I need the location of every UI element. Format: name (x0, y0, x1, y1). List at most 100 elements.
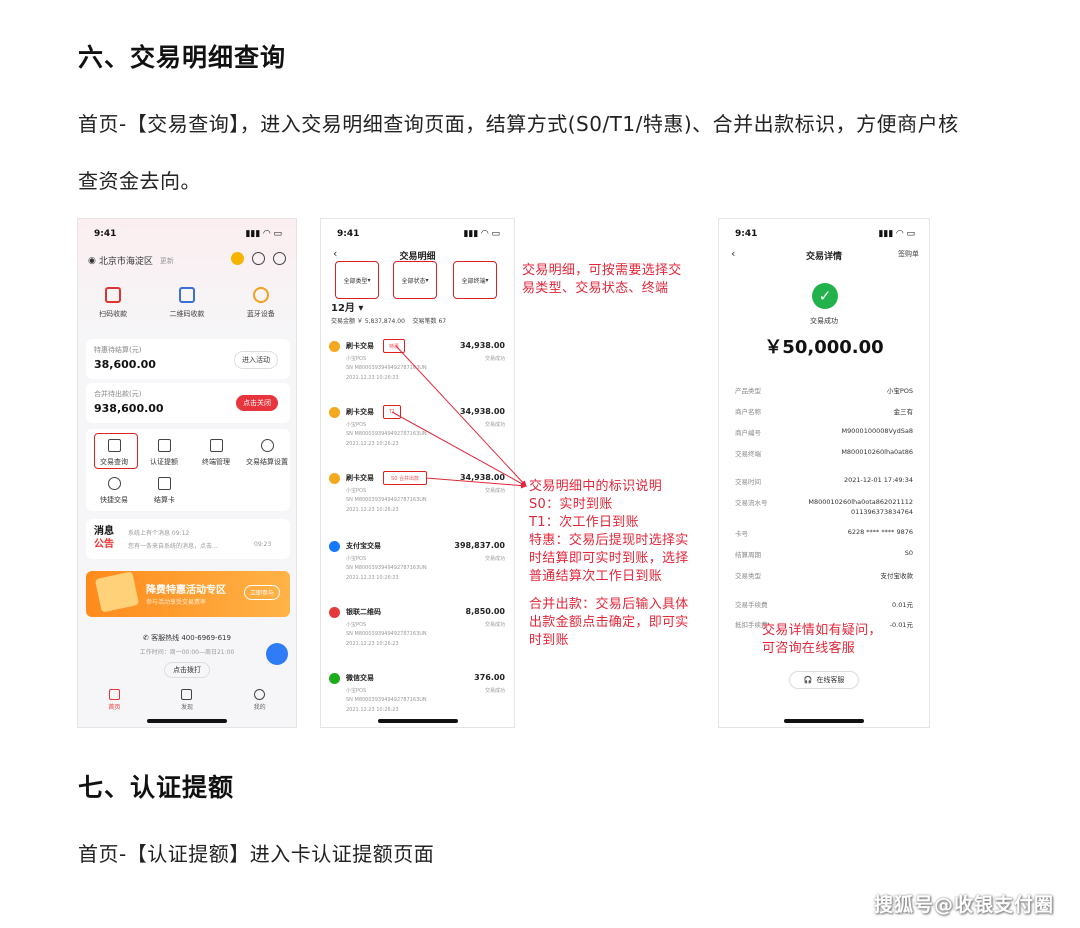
discover-icon (181, 689, 193, 700)
home-icon (108, 689, 120, 700)
location-selector[interactable]: ◉ 北京市海淀区 更新 (88, 254, 174, 268)
filter-status[interactable]: 全部状态▾ (393, 261, 437, 299)
status-time: 9:41 (735, 229, 758, 239)
transaction-row[interactable]: 支付宝交易 398,837.00 交易成功 小宝POS SN M80003939… (329, 539, 509, 599)
promo-banner[interactable]: 降费特惠活动专区 参与活动享受交易费率 立即参与 (86, 571, 290, 617)
signal-icon: ▮▮▮ ◠ ▭ (878, 229, 915, 239)
signal-icon: ▮▮▮ ◠ ▭ (245, 229, 282, 239)
settle-tag: T1 (383, 405, 401, 419)
call-button[interactable]: 点击拨打 (164, 662, 210, 678)
bell-icon[interactable] (252, 252, 265, 265)
detail-row: 商户名称金三有 (735, 408, 913, 416)
home-indicator (147, 719, 227, 723)
terminal-icon (209, 439, 223, 452)
section6-paragraph-line1: 首页-【交易查询】，进入交易明细查询页面，结算方式(S0/T1/特惠)、合并出款… (78, 112, 959, 136)
detail-row: 抵扣手续费-0.01元 (735, 621, 913, 629)
transaction-row[interactable]: 微信交易 376.00 交易成功 小宝POS SN M8000393949492… (329, 671, 509, 727)
query-icon (107, 439, 121, 452)
highlight-box (94, 433, 138, 469)
transaction-detail-screenshot: 9:41 ▮▮▮ ◠ ▭ ‹ 交易详情 签购单 ✓ 交易成功 ￥50,000.0… (718, 218, 930, 728)
filter-bar: 全部类型▾ 全部状态▾ 全部终端▾ (335, 261, 505, 301)
section7-paragraph: 首页-【认证提额】进入卡认证提额页面 (78, 842, 435, 866)
special-settle-card: 特惠待结算(元) 38,600.00 进入活动 (86, 339, 290, 379)
transaction-list-screenshot: 9:41 ▮▮▮ ◠ ▭ ‹ 交易明细 全部类型▾ 全部状态▾ 全部终端▾ 12… (320, 218, 515, 728)
quick-scan-pay[interactable]: 扫码收款 (99, 287, 127, 319)
qrcode-icon (178, 287, 195, 303)
settle-tag: 特惠 (383, 339, 405, 353)
add-icon[interactable] (273, 252, 286, 265)
section-heading-7: 七、认证提额 (78, 773, 235, 802)
join-button[interactable]: 立即参与 (243, 585, 280, 600)
grid-settle-card[interactable]: 结算卡 (154, 477, 175, 505)
work-hours: 工作时间：周一00:00—周日21:00 (139, 649, 235, 656)
card-swipe-icon (329, 407, 340, 418)
wechat-icon (329, 673, 340, 684)
user-icon (254, 689, 266, 700)
transaction-row[interactable]: 刷卡交易 T1 34,938.00 交易成功 小宝POS SN M8000393… (329, 405, 509, 465)
detail-row: 交易类型支付宝收款 (735, 572, 913, 580)
bluetooth-icon (252, 287, 269, 303)
close-button[interactable]: 点击关闭 (236, 395, 278, 411)
phone-icon: ✆ (143, 634, 152, 642)
back-icon[interactable]: ‹ (731, 247, 736, 260)
detail-amount: ￥50,000.00 (764, 337, 884, 358)
section6-paragraph-line2: 查资金去向。 (78, 169, 201, 193)
refresh-link[interactable]: 更新 (159, 256, 174, 265)
transaction-row[interactable]: 银联二维码 8,850.00 交易成功 小宝POS SN M8000393949… (329, 605, 509, 665)
success-text: 交易成功 (810, 317, 838, 325)
quick-qrcode-pay[interactable]: 二维码收款 (169, 287, 204, 319)
alipay-icon (329, 541, 340, 552)
coin-icon[interactable] (231, 252, 244, 265)
online-service-button[interactable]: 🎧在线客服 (789, 671, 859, 689)
home-indicator (784, 719, 864, 723)
tab-discover[interactable]: 发现 (181, 689, 193, 711)
filter-terminal[interactable]: 全部终端▾ (453, 261, 497, 299)
tab-bar: 首页 发现 我的 (78, 689, 296, 711)
transaction-row[interactable]: 刷卡交易 特惠 34,938.00 交易成功 小宝POS SN M8000393… (329, 339, 509, 399)
page-title: 交易详情 (805, 252, 842, 262)
status-time: 9:41 (94, 229, 117, 239)
settings-icon (260, 439, 274, 452)
home-indicator (377, 719, 458, 723)
card-icon (158, 477, 171, 490)
success-check-icon: ✓ (812, 283, 838, 309)
home-screenshot: 9:41 ▮▮▮ ◠ ▭ ◉ 北京市海淀区 更新 扫码收款 二维码收款 蓝牙设备… (77, 218, 297, 728)
tab-home[interactable]: 首页 (108, 689, 120, 711)
enter-activity-button[interactable]: 进入活动 (234, 351, 278, 369)
grid-terminal[interactable]: 终端管理 (202, 439, 230, 467)
grid-auth-limit[interactable]: 认证提额 (150, 439, 178, 467)
signal-icon: ▮▮▮ ◠ ▭ (463, 229, 500, 239)
page-title: 交易明细 (399, 252, 436, 262)
card-swipe-icon (329, 341, 340, 352)
headset-fab-icon[interactable] (266, 643, 288, 665)
quick-bluetooth[interactable]: 蓝牙设备 (247, 287, 275, 319)
settle-tag: S0 合并出款 (383, 471, 427, 485)
grid-settle-setting[interactable]: 交易结算设置 (246, 439, 288, 467)
status-time: 9:41 (337, 229, 360, 239)
card-swipe-icon (329, 473, 340, 484)
unionpay-icon (329, 607, 340, 618)
annotation-detail: 交易详情如有疑问， 可咨询在线客服 (762, 623, 882, 656)
hotline[interactable]: ✆ 客服热线 400-6969-619 (143, 634, 231, 642)
location-pin-icon: ◉ (88, 255, 96, 266)
merged-payout-card: 合并待出款(元) 938,600.00 点击关闭 (86, 383, 290, 423)
grid-transaction-query[interactable]: 交易查询 (100, 439, 128, 467)
month-selector[interactable]: 12月 ▾ (331, 303, 364, 314)
filter-type[interactable]: 全部类型▾ (335, 261, 379, 299)
watermark: 搜狐号@收银支付圈 (873, 894, 1054, 916)
back-icon[interactable]: ‹ (333, 247, 338, 260)
annotation-filter: 交易明细，可按需要选择交 易类型、交易状态、终端 (522, 263, 682, 296)
section-heading-6: 六、交易明细查询 (78, 43, 287, 72)
headset-icon: 🎧 (803, 676, 813, 684)
transaction-row[interactable]: 刷卡交易 S0 合并出款 34,938.00 交易成功 小宝POS SN M80… (329, 471, 509, 531)
grid-quick-trade[interactable]: 快捷交易 (100, 477, 128, 505)
receipt-link[interactable]: 签购单 (898, 250, 919, 258)
quick-trade-icon (107, 477, 121, 490)
tab-mine[interactable]: 我的 (254, 689, 266, 711)
notice-board[interactable]: 消息公告 系统上有个消息 09:12 您有一条来自系统的消息，点击... 09:… (86, 519, 290, 559)
